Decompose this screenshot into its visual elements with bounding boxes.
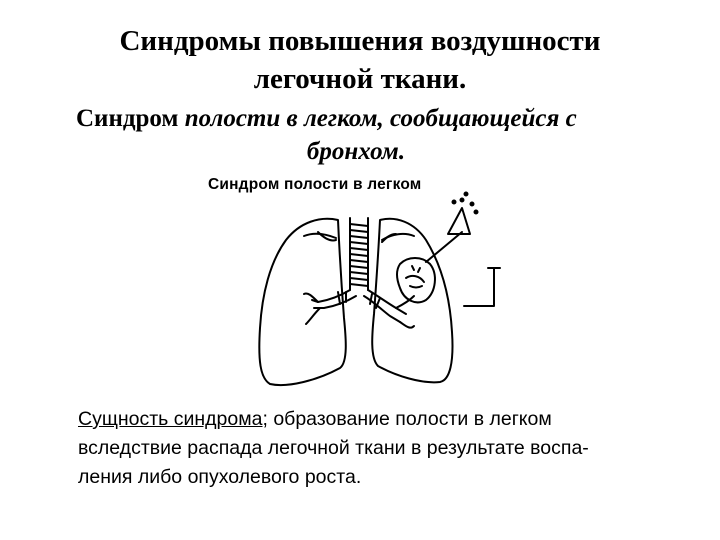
lung-cavity-diagram <box>258 191 501 386</box>
figure-caption: Синдром полости в легком <box>208 176 422 193</box>
essence-line3: ления либо опухолевого роста. <box>78 466 362 488</box>
bronchi-icon <box>303 289 415 329</box>
slide-title-line2: легочной ткани. <box>253 63 467 95</box>
essence-line2: вследствие распада легочной ткани в резу… <box>78 437 589 459</box>
lungs-outline-icon <box>258 217 347 386</box>
essence-line1: образование полости в легком <box>267 408 552 430</box>
essence-text: Сущность синдрома; образование полости в… <box>78 405 658 492</box>
slide-subtitle: Синдром полости в легком, сообщающейся с… <box>76 102 676 168</box>
percussion-icon <box>447 191 479 235</box>
essence-label: Сущность синдрома; <box>78 408 268 430</box>
slide-title-line1: Синдромы повышения воздушности <box>119 25 601 57</box>
subtitle-body: полости в легком, сообщающейся с <box>184 105 577 132</box>
subtitle-line2: бронхом. <box>306 138 406 165</box>
subtitle-lead: Синдром <box>76 105 179 132</box>
wave-marker-icon <box>463 267 501 307</box>
cavity-icon <box>396 257 436 304</box>
slide-title: Синдромы повышения воздушности легочной … <box>0 22 720 98</box>
trachea-icon <box>349 217 369 291</box>
